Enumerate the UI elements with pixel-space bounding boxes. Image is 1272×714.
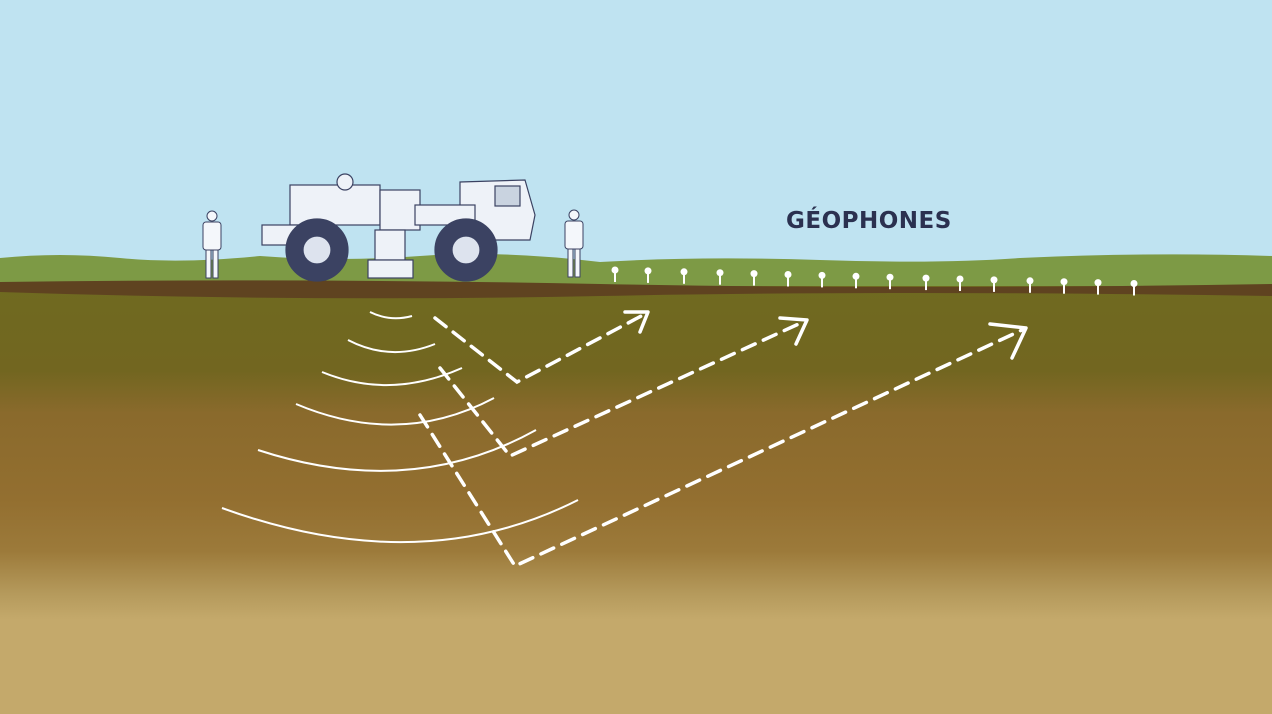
arrowheads <box>623 310 1028 360</box>
ray-shallow <box>433 312 647 385</box>
ray-middle <box>438 320 805 459</box>
geophone <box>611 266 619 282</box>
geophone <box>1060 278 1068 294</box>
geophone <box>990 276 998 292</box>
ray-deep <box>418 328 1024 569</box>
person-left <box>202 210 222 279</box>
wave-arc-2 <box>347 339 436 353</box>
seismic-waves <box>221 311 579 544</box>
soil-layers <box>0 285 1272 714</box>
arrow-head-icon <box>778 316 809 346</box>
arrow-head-icon <box>623 310 650 334</box>
reflection-rays <box>418 312 1024 569</box>
wave-arc-6 <box>221 499 579 544</box>
sky <box>0 0 1272 270</box>
geophone <box>1094 279 1102 295</box>
topsoil-band <box>0 280 1272 299</box>
geophone <box>784 271 792 287</box>
geophone <box>716 269 724 285</box>
geophone <box>1026 277 1034 293</box>
geophone <box>750 270 758 286</box>
geophones <box>611 266 1138 296</box>
wave-arc-1 <box>369 311 413 320</box>
geophones-label: GÉOPHONES <box>786 208 952 234</box>
vibroseis-truck <box>261 173 536 282</box>
person-right <box>564 209 584 278</box>
geophone <box>818 271 826 288</box>
geophone <box>680 268 688 284</box>
geophone <box>922 274 930 291</box>
geophone <box>956 275 964 291</box>
geophone <box>886 273 894 290</box>
geophone <box>1130 280 1138 296</box>
geophone <box>644 267 652 283</box>
geophone <box>852 272 860 289</box>
arrow-head-icon <box>988 322 1028 360</box>
